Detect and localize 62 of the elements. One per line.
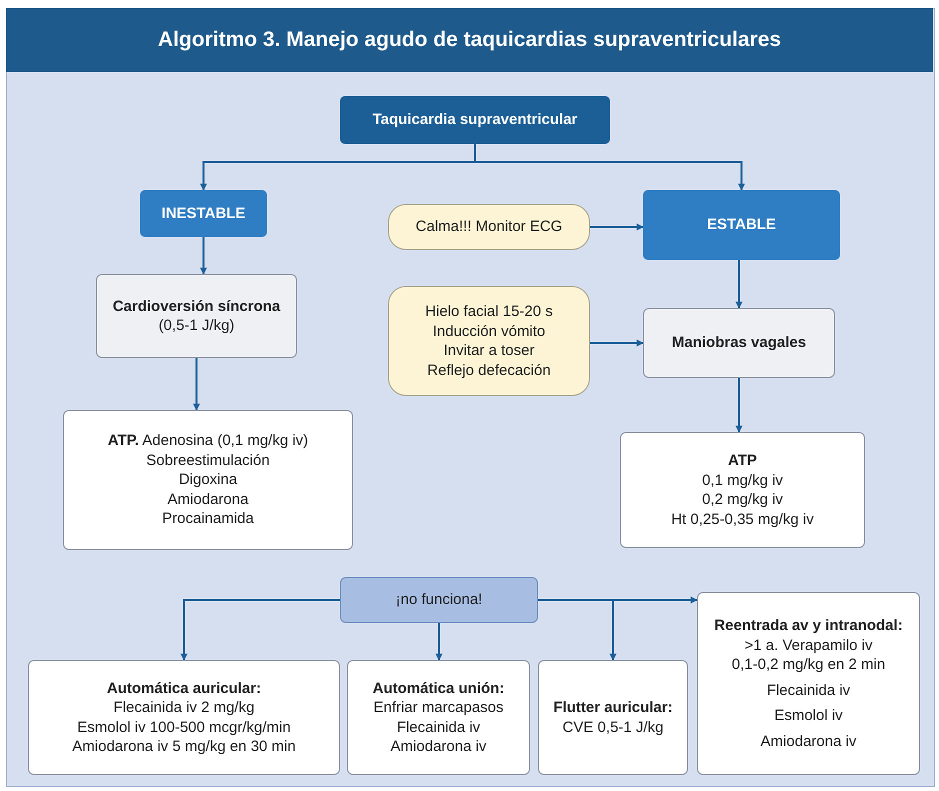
node-text: Hielo facial 15-20 s	[425, 302, 553, 322]
node-text: Digoxina	[178, 470, 238, 490]
note-box	[388, 204, 590, 250]
heading-text: Cardioversión síncrona	[112, 296, 280, 316]
heading-text: Flutter auricular:	[553, 698, 673, 718]
treatment-box	[63, 410, 353, 550]
node-text: >1 a. Verapamilo iv	[744, 636, 872, 655]
node-text: Amiodarona iv	[760, 732, 856, 751]
note-box	[388, 286, 590, 396]
start-box	[340, 96, 610, 144]
arrow	[736, 260, 742, 309]
node-text: Enfriar marcapasos	[373, 698, 504, 718]
arrow	[180, 599, 340, 661]
process-box	[96, 274, 297, 358]
node-text: 0,2 mg/kg iv	[702, 490, 783, 510]
treatment-box	[28, 660, 340, 775]
node-text: ATP. Adenosina (0,1 mg/kg iv)	[108, 431, 308, 451]
heading-text: ATP	[728, 451, 757, 470]
node-text: INESTABLE	[162, 204, 246, 224]
node-text: (0,5-1 J/kg)	[158, 316, 234, 336]
node-text: Esmolol iv	[774, 706, 843, 726]
heading-text: Automática auricular:	[106, 678, 262, 698]
node-text: 0,1-0,2 mg/kg en 2 min	[732, 655, 886, 674]
arrow	[590, 224, 644, 230]
node-text: Calma!!! Monitor ECG	[416, 217, 562, 237]
arrow	[538, 596, 698, 604]
node-text: Esmolol iv 100-500 mcgr/kg/min	[77, 718, 291, 737]
node-text: Procainamida	[162, 509, 254, 529]
state-box	[140, 190, 267, 237]
process-box	[643, 308, 835, 378]
node-text: 0,1 mg/kg iv	[702, 470, 783, 490]
node-text: Sobreestimulación	[146, 450, 270, 470]
arrow	[193, 358, 200, 411]
node-text: Amiodarona iv 5 mg/kg en 30 min	[72, 737, 296, 756]
arrow	[590, 340, 644, 346]
node-text: Inducción vómito	[432, 322, 546, 341]
node-text: Maniobras vagales	[672, 333, 806, 353]
node-text: Reflejo defecación	[427, 360, 551, 380]
decision-box	[340, 577, 538, 623]
node-text: ¡no funciona!	[396, 590, 482, 610]
heading-text: Reentrada av y intranodal:	[714, 616, 903, 636]
node-text: Taquicardia supraventricular	[372, 110, 578, 130]
treatment-box	[347, 660, 530, 775]
node-text: Flecainida iv 2 mg/kg	[114, 698, 254, 718]
heading-text: Automática unión:	[372, 678, 504, 698]
arrow	[736, 378, 742, 433]
node-text: Flecainida iv	[396, 718, 480, 737]
treatment-box	[538, 660, 688, 775]
state-box	[643, 190, 840, 260]
node-text: Invitar a toser	[444, 341, 534, 360]
arrow	[436, 623, 442, 661]
arrow	[474, 144, 745, 191]
node-text: Amiodarona	[168, 490, 248, 510]
node-text: ESTABLE	[707, 215, 776, 235]
node-text: Flecainida iv	[766, 680, 850, 700]
node-text: CVE 0,5-1 J/kg	[562, 718, 664, 737]
arrow	[200, 237, 207, 275]
node-text: Ht 0,25-0,35 mg/kg iv	[671, 510, 814, 529]
treatment-box	[620, 432, 865, 548]
treatment-box	[697, 592, 920, 775]
node-text: Amiodarona iv	[390, 737, 486, 756]
title-banner: Algoritmo 3. Manejo agudo de taquicardias supraventriculares	[6, 8, 933, 72]
